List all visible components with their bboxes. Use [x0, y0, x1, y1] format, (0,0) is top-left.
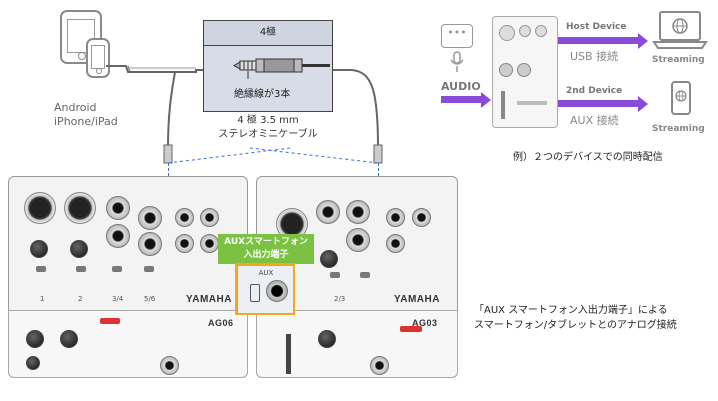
gain-knob-bottom-right	[318, 330, 336, 348]
audio-arrow-bar	[441, 96, 481, 103]
smartphone-icon	[86, 38, 110, 78]
insulation-note: 絶縁線が3本	[234, 89, 291, 100]
switch-right-1	[330, 272, 340, 278]
brand-logo-right: YAMAHA	[394, 294, 440, 305]
aux-jack-zoom	[266, 280, 288, 302]
cable-name-line1: 4 極 3.5 mm	[237, 115, 299, 126]
aux-arrow-bar	[558, 100, 638, 107]
switch-1	[36, 266, 46, 272]
gain-knob-bottom-2	[60, 330, 78, 348]
jack-5-6-a	[138, 206, 162, 230]
usb-arrow-bar	[558, 37, 638, 44]
model-label-right: AG03	[412, 318, 438, 328]
stereo-in-jack-2	[175, 234, 194, 253]
laptop-icon	[652, 11, 708, 49]
fader-track	[286, 334, 291, 374]
phone-icon	[250, 284, 260, 302]
jack-3-4-b	[106, 224, 130, 248]
channel-label-2: 2	[78, 295, 83, 303]
host-device-label: Host Device	[566, 22, 627, 32]
jack-right-a	[316, 200, 340, 224]
device-label-android: Android	[54, 101, 97, 114]
gain-knob-2	[70, 240, 88, 258]
cable-detail-box: 4極 絶縁線が3本	[203, 20, 333, 112]
monitor-out-right-3	[386, 234, 405, 253]
chat-bubble-icon: •••	[441, 24, 473, 48]
model-label-left: AG06	[208, 318, 234, 328]
channel-label-2-3: 2/3	[334, 295, 346, 303]
aux-panel-label: AUX	[258, 269, 274, 277]
brand-logo-left: YAMAHA	[186, 294, 232, 305]
phone-streaming-icon	[671, 81, 691, 115]
streaming-label-1: Streaming	[652, 55, 705, 65]
aux-arrow-head	[638, 96, 648, 112]
switch-2	[76, 266, 86, 272]
note-line1: 「AUX スマートフォン入出力端子」による	[474, 305, 668, 316]
poles-header: 4極	[204, 21, 332, 46]
mixer-thumbnail	[492, 16, 558, 128]
gain-knob-1	[30, 240, 48, 258]
jack-3-4-a	[106, 196, 130, 220]
aux-panel-frame	[235, 263, 295, 315]
jack-right-c	[346, 228, 370, 252]
aux-highlight-label: AUXスマートフォン 入出力端子	[218, 234, 314, 264]
aux-highlight-line2: 入出力端子	[243, 250, 289, 260]
aux-highlight-line1: AUXスマートフォン	[224, 237, 308, 247]
aux-connection-label: AUX 接続	[570, 114, 619, 127]
monitor-out-right-2	[412, 208, 431, 227]
cable-name-line2: ステレオミニケーブル	[218, 129, 318, 140]
jack-right-b	[346, 200, 370, 224]
microphone-icon	[450, 51, 464, 72]
monitor-out-jack-2	[200, 234, 219, 253]
device-label: Android iPhone/iPad	[54, 101, 118, 129]
switch-3	[112, 266, 122, 272]
monitor-out-jack-1	[200, 208, 219, 227]
channel-label-5-6: 5/6	[144, 295, 156, 303]
note-line2: スマートフォン/タブレットとのアナログ接続	[474, 320, 677, 331]
cable-name: 4 極 3.5 mm ステレオミニケーブル	[214, 114, 322, 142]
jack-5-6-b	[138, 232, 162, 256]
usb-arrow-head	[638, 33, 648, 49]
mini-plug-icon	[233, 58, 330, 79]
channel-label-1: 1	[40, 295, 45, 303]
xlr-input-1	[24, 192, 56, 224]
gain-knob-bottom-3	[26, 356, 40, 370]
stereo-in-jack-1	[175, 208, 194, 227]
aux-jack-right	[370, 356, 389, 375]
device-label-iphone-ipad: iPhone/iPad	[54, 115, 118, 128]
example-caption: 例）２つのデバイスでの同時配信	[513, 152, 663, 163]
switch-right-2	[360, 272, 370, 278]
mixer-ag06-bottom	[8, 310, 248, 378]
red-led-right	[400, 326, 422, 332]
audio-arrow-head	[481, 92, 491, 108]
tablet-icon	[60, 10, 102, 64]
xlr-input-2	[64, 192, 96, 224]
aux-jack-left	[160, 356, 179, 375]
switch-4	[144, 266, 154, 272]
streaming-label-2: Streaming	[652, 124, 705, 134]
red-led-left	[100, 318, 120, 324]
monitor-out-right-1	[386, 208, 405, 227]
gain-knob-right	[320, 250, 338, 268]
usb-connection-label: USB 接続	[570, 50, 619, 63]
aux-connection-note: 「AUX スマートフォン入出力端子」による スマートフォン/タブレットとのアナロ…	[474, 303, 677, 333]
second-device-label: 2nd Device	[566, 86, 623, 96]
audio-label: AUDIO	[441, 80, 481, 93]
gain-knob-bottom-1	[26, 330, 44, 348]
channel-label-3-4: 3/4	[112, 295, 124, 303]
